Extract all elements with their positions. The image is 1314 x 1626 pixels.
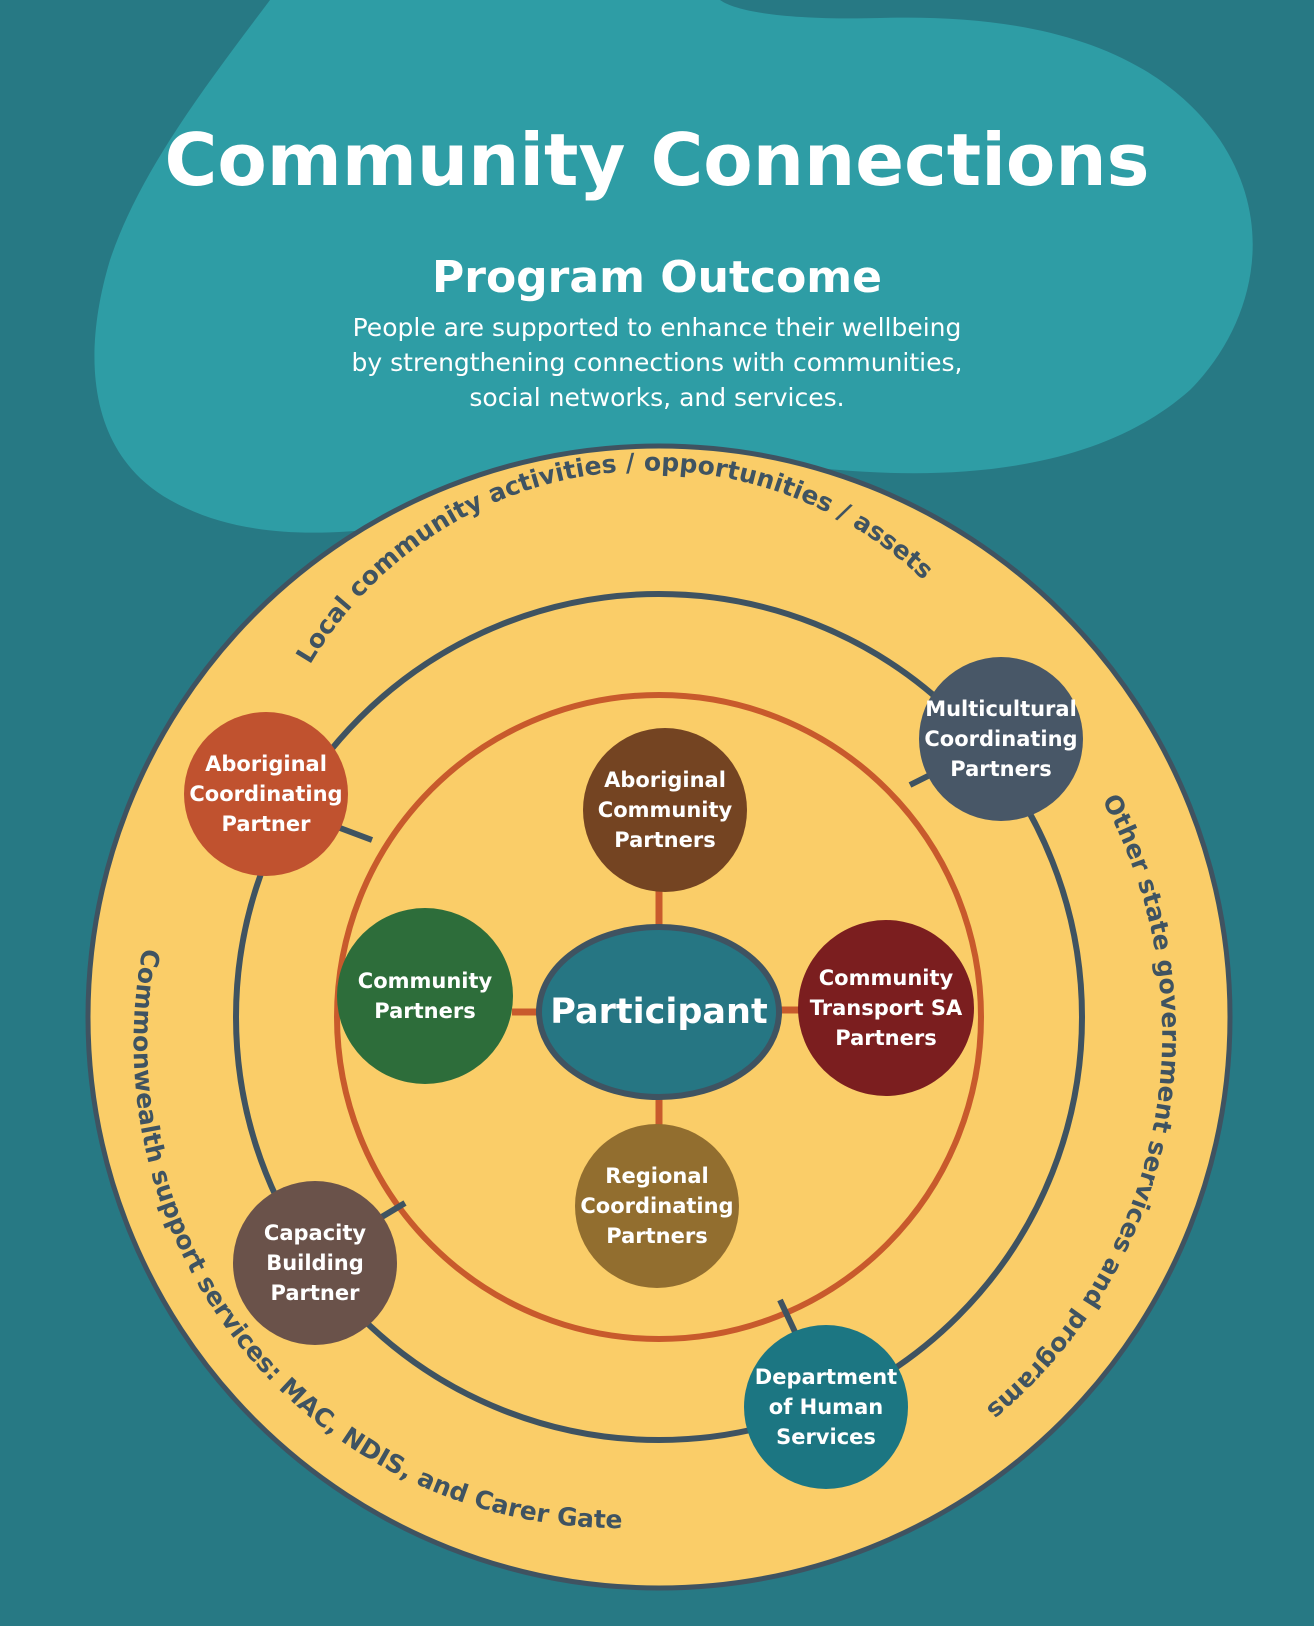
title-blob [94,0,1253,533]
node-capacity-building-partner [233,1181,397,1345]
node-aboriginal-community-partners [583,728,747,892]
page-title: Community Connections [164,118,1150,202]
node-aboriginal-coordinating-partner [184,712,348,876]
node-community-partners [337,908,513,1084]
connector-capacity [378,1200,407,1221]
participant-label: Participant [550,992,768,1032]
label-aboriginal-coordinating-partner: Aboriginal Coordinating Partner [189,752,343,836]
node-regional-coordinating-partners [575,1124,739,1288]
label-aboriginal-community-partners: Aboriginal Community Partners [597,768,733,852]
node-multicultural-coordinating-partners [919,657,1083,821]
outcome-line-1: People are supported to enhance their we… [352,313,962,342]
outcome-line-2: by strengthening connections with commun… [351,348,963,377]
participant-node [536,924,782,1100]
middle-ring [233,591,1085,1443]
program-outcome-heading: Program Outcome [432,252,882,303]
program-outcome-text: People are supported to enhance their we… [300,310,1014,415]
connector-aboriginal-coordinating [338,825,374,843]
inner-ring [334,692,984,1342]
label-capacity-building-partner: Capacity Building Partner [263,1221,367,1305]
label-regional-coordinating-partners: Regional Coordinating Partners [580,1164,734,1248]
outcome-line-3: social networks, and services. [469,383,845,412]
node-department-of-human-services [744,1325,908,1489]
label-multicultural-coordinating-partners: Multicultural Coordinating Partners [924,697,1078,781]
label-department-of-human-services: Department of Human Services [754,1365,898,1449]
node-community-transport-sa-partners [798,920,974,1096]
label-community-transport-sa-partners: Community Transport SA Partners [809,966,963,1050]
label-community-partners: Community Partners [357,969,493,1023]
connector-dhs [777,1298,798,1334]
